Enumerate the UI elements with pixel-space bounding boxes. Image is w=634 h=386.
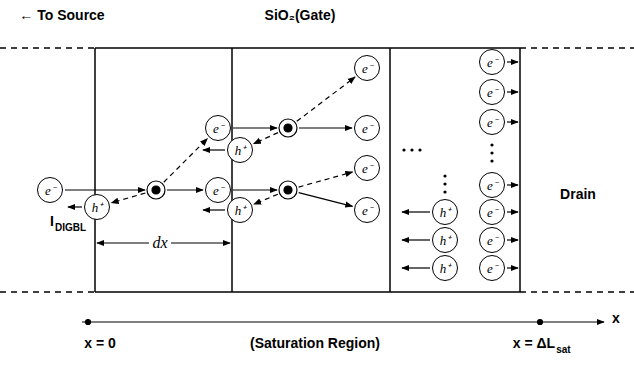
electron-drift [507,267,518,268]
carrier-symbol: e⁻ [213,122,223,135]
dimension-label: dx [149,234,170,252]
carrier-symbol: e⁻ [487,86,497,99]
carrier-circle: e⁻ [479,109,505,135]
region-label: (Saturation Region) [250,336,380,351]
impact-ionization-sites [147,119,297,199]
carrier-symbol: e⁻ [487,262,497,275]
direction-label: ← To Source [19,8,104,23]
carrier-symbol: h⁺ [235,204,246,217]
carrier-symbol: e⁻ [362,204,372,217]
carrier-circle: e⁻ [37,177,63,203]
carrier-symbol: e⁻ [487,179,497,192]
hole-drift [68,206,82,207]
hole-drift [203,149,225,150]
electron-path [233,127,277,128]
carrier-circle: e⁻ [205,115,231,141]
carrier-symbol: e⁻ [487,234,497,247]
carrier-circle: e⁻ [354,155,380,181]
carrier-circle: h⁺ [227,137,253,163]
electron-path [167,189,203,190]
hole-drift [203,209,225,210]
carrier-symbol: h⁺ [235,144,246,157]
carrier-symbol: e⁻ [487,56,497,69]
generated-hole-path [254,194,278,204]
carrier-circle: h⁺ [84,194,110,220]
x-axis [82,320,604,325]
electron-drift [507,239,518,240]
current-symbol: I [50,214,54,229]
generated-electron-path [299,172,353,187]
carrier-symbol: h⁺ [440,206,451,219]
drain-label: Drain [560,187,596,202]
carrier-circle: e⁻ [354,115,380,141]
hole-drift [402,267,430,268]
carrier-arrows [65,62,518,268]
carrier-symbol: e⁻ [487,116,497,129]
electron-drift [507,91,518,92]
carrier-circle: h⁺ [432,227,458,253]
carrier-circle: e⁻ [479,199,505,225]
electron-drift [507,184,518,185]
axis-subscript: sat [556,344,570,355]
carrier-circle: e⁻ [479,227,505,253]
carrier-circle: e⁻ [479,49,505,75]
hole-drift [402,211,430,212]
electron-drift [507,121,518,122]
axis-label: x [612,311,620,326]
carrier-circle: e⁻ [479,79,505,105]
gate-label: SiO₂(Gate) [265,8,336,23]
carrier-symbol: h⁺ [92,201,103,214]
carrier-circle: e⁻ [205,177,231,203]
carrier-circle: h⁺ [432,255,458,281]
generated-electron-path [297,77,355,121]
axis-value: x = 0 [84,336,116,351]
carrier-symbol: e⁻ [213,184,223,197]
electron-path [299,127,352,128]
carrier-circle: e⁻ [354,55,380,81]
electron-drift [507,61,518,62]
carrier-circle: e⁻ [479,172,505,198]
carrier-circle: e⁻ [354,197,380,223]
carrier-circle: e⁻ [479,255,505,281]
axis-value: x = ΔL [513,336,555,351]
electron-path [299,193,353,207]
electron-path [65,189,145,190]
carrier-circle: h⁺ [432,199,458,225]
carrier-symbol: e⁻ [487,206,497,219]
generated-electron-path [164,139,208,183]
carrier-symbol: e⁻ [362,162,372,175]
current-subscript: DIGBL [55,222,86,233]
carrier-symbol: e⁻ [45,184,55,197]
carrier-symbol: h⁺ [440,234,451,247]
carrier-circle: h⁺ [227,197,253,223]
hole-drift [402,239,430,240]
generated-hole-path [254,133,278,144]
channel-boundary [0,48,634,292]
generated-hole-path [111,193,145,203]
electron-drift [507,211,518,212]
carrier-symbol: e⁻ [362,62,372,75]
carrier-symbol: e⁻ [362,122,372,135]
electron-path [233,189,277,190]
carrier-symbol: h⁺ [440,262,451,275]
